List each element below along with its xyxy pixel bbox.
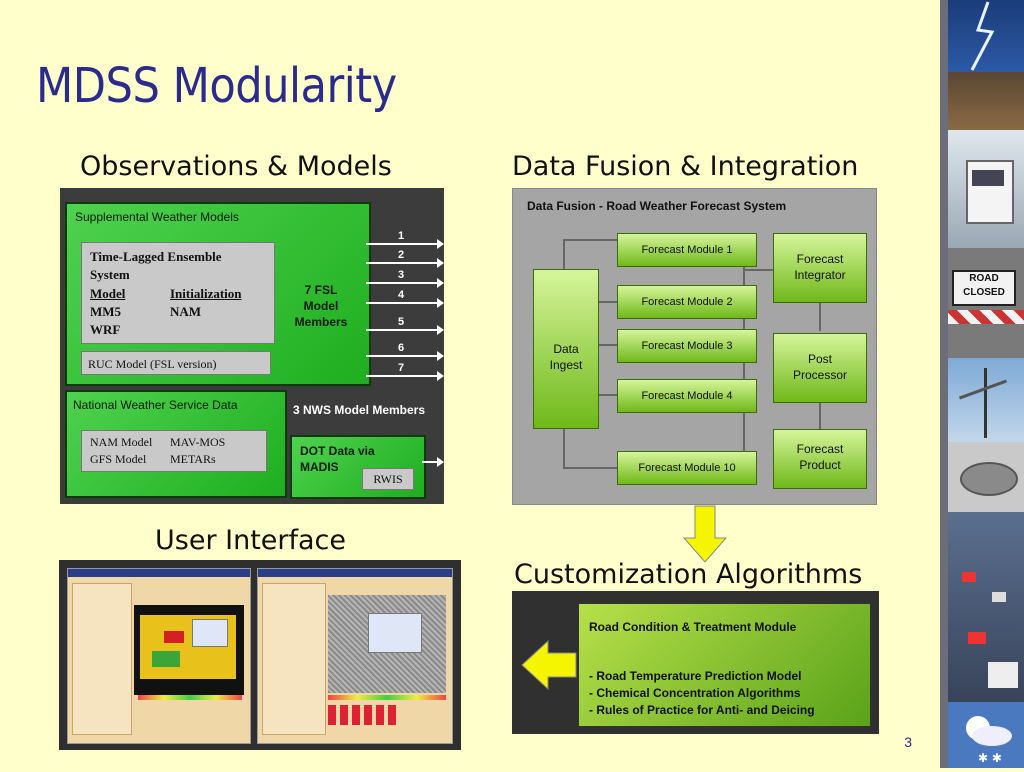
arrow-6 — [366, 351, 444, 361]
init-1: NAM — [170, 304, 202, 319]
dot-label: DOT Data via MADIS — [300, 443, 375, 475]
fsl-members: 7 FSL Model Members — [281, 282, 361, 330]
sensor-image — [948, 358, 1024, 442]
connector-line — [563, 239, 617, 241]
road-condition-box: Road Condition & Treatment Module - Road… — [578, 603, 871, 727]
post-processor-box: Post Processor — [773, 333, 867, 403]
road-closed-sign: ROAD CLOSED — [952, 270, 1016, 306]
ensemble-box: Time-Lagged Ensemble System Model Initia… — [81, 242, 275, 344]
svg-text:✱ ✱: ✱ ✱ — [978, 751, 1002, 765]
heading-customization: Customization Algorithms — [514, 559, 863, 590]
dot-line-2: MADIS — [300, 460, 339, 474]
nws-row-2b: METARs — [170, 452, 216, 466]
arrow-dot — [422, 457, 444, 467]
left-arrow-icon — [521, 639, 577, 691]
member-number: 1 — [398, 230, 405, 242]
list-item: - Road Temperature Prediction Model — [589, 669, 802, 683]
user-interface-panel — [59, 560, 461, 750]
list-item: - Chemical Concentration Algorithms — [589, 686, 801, 700]
list-item: - Rules of Practice for Anti- and Deicin… — [589, 703, 815, 717]
nws-row-1a: NAM Model — [90, 435, 153, 449]
heading-fusion: Data Fusion & Integration — [512, 151, 859, 182]
heading-observations: Observations & Models — [80, 151, 392, 182]
supplemental-models-box: Supplemental Weather Models Time-Lagged … — [65, 202, 371, 386]
lightning-image — [948, 0, 1024, 72]
integrator-line-1: Forecast — [796, 252, 844, 266]
traffic-image — [948, 512, 1024, 702]
road-condition-title: Road Condition & Treatment Module — [589, 620, 797, 634]
fsl-line-1: 7 FSL — [304, 283, 338, 297]
nws-row-2a: GFS Model — [90, 452, 147, 466]
col-model: Model — [90, 286, 126, 301]
member-number: 3 — [398, 269, 405, 281]
ui-screenshot-map-1 — [67, 568, 251, 744]
member-number: 2 — [398, 249, 405, 261]
arrow-4 — [366, 298, 444, 308]
forecast-module: Forecast Module 2 — [617, 285, 757, 319]
heading-user-interface: User Interface — [155, 525, 347, 556]
road-closed-image: ROAD CLOSED — [948, 248, 1024, 358]
weather-symbol-image: ✱ ✱ — [948, 702, 1024, 768]
nws-box: National Weather Service Data NAM Model … — [65, 390, 287, 498]
member-number: 7 — [398, 362, 405, 374]
rwis-box: RWIS — [362, 468, 414, 490]
model-2: WRF — [90, 322, 121, 337]
nws-title: National Weather Service Data — [73, 398, 238, 412]
forecast-product-box: Forecast Product — [773, 429, 867, 489]
observations-panel: Supplemental Weather Models Time-Lagged … — [60, 188, 444, 504]
ruc-box: RUC Model (FSL version) — [81, 351, 271, 375]
post-line-2: Processor — [792, 368, 848, 382]
ensemble-title-1: Time-Lagged Ensemble — [90, 249, 222, 264]
road-condition-list: - Road Temperature Prediction Model - Ch… — [589, 668, 815, 719]
down-arrow-icon — [682, 505, 728, 563]
product-line-1: Forecast — [796, 442, 844, 456]
page-number: 3 — [904, 734, 912, 750]
nws-models-box: NAM Model MAV-MOS GFS Model METARs — [81, 430, 267, 472]
arrow-3 — [366, 278, 444, 288]
connector-line — [563, 467, 617, 469]
snow-truck-image — [948, 130, 1024, 248]
ui-screenshot-map-2 — [257, 568, 453, 744]
member-number: 5 — [398, 316, 405, 328]
data-ingest-line-2: Ingest — [549, 358, 583, 372]
member-number: 6 — [398, 342, 405, 354]
arrow-7 — [366, 371, 444, 381]
product-line-2: Product — [799, 458, 841, 472]
ensemble-title-2: System — [90, 267, 130, 282]
customization-panel: Road Condition & Treatment Module - Road… — [512, 591, 879, 734]
integrator-line-2: Integrator — [794, 268, 846, 282]
fsl-line-3: Members — [294, 315, 348, 329]
slide-title: MDSS Modularity — [36, 58, 397, 114]
connector-line — [743, 269, 773, 271]
connector-line — [819, 301, 821, 331]
model-1: MM5 — [90, 304, 122, 319]
dot-box: DOT Data via MADIS RWIS — [290, 435, 426, 499]
supplemental-title: Supplemental Weather Models — [75, 210, 239, 224]
dot-line-1: DOT Data via — [300, 444, 375, 458]
forecast-module: Forecast Module 3 — [617, 329, 757, 363]
road-sign-line-2: CLOSED — [963, 287, 1005, 298]
side-image-strip: ROAD CLOSED ✱ ✱ — [940, 0, 1024, 768]
arrow-5 — [366, 325, 444, 335]
fusion-title: Data Fusion - Road Weather Forecast Syst… — [527, 199, 787, 213]
arrow-1 — [366, 239, 444, 249]
forecast-module: Forecast Module 1 — [617, 233, 757, 267]
data-ingest-line-1: Data — [553, 342, 579, 356]
road-sensor-image — [948, 442, 1024, 512]
road-sign-line-1: ROAD — [969, 273, 999, 284]
forecast-module: Forecast Module 10 — [617, 451, 757, 485]
member-number: 4 — [398, 289, 405, 301]
forecast-integrator-box: Forecast Integrator — [773, 233, 867, 303]
connector-line — [819, 401, 821, 429]
nws-row-1b: MAV-MOS — [170, 435, 226, 449]
fusion-panel: Data Fusion - Road Weather Forecast Syst… — [512, 188, 877, 505]
data-ingest-box: Data Ingest — [533, 269, 599, 429]
post-line-1: Post — [807, 352, 832, 366]
arrow-2 — [366, 258, 444, 268]
storm-damage-image — [948, 72, 1024, 130]
col-init: Initialization — [170, 286, 242, 301]
fsl-line-2: Model — [303, 299, 339, 313]
nws-members-label: 3 NWS Model Members — [293, 403, 426, 417]
forecast-module: Forecast Module 4 — [617, 379, 757, 413]
